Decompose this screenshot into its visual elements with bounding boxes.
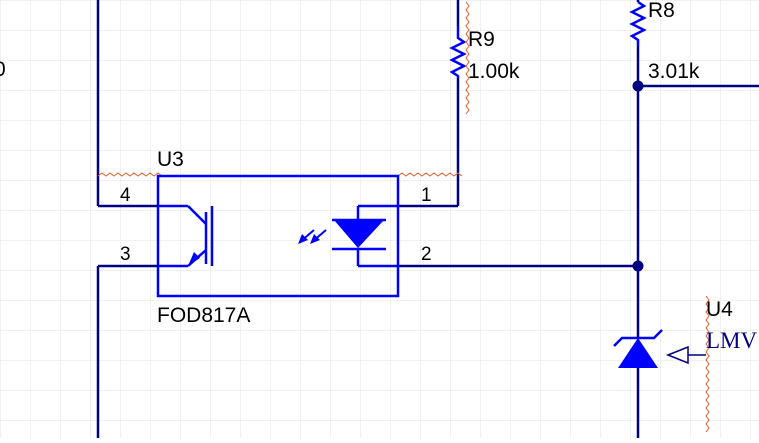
junction-pin2 bbox=[632, 260, 644, 272]
u3-body bbox=[156, 174, 400, 298]
led-triangle bbox=[334, 220, 384, 248]
u3-pin-3-label: 3 bbox=[120, 244, 131, 265]
zener-ref-arrow bbox=[665, 345, 689, 365]
resistor-r9-symbol bbox=[449, 26, 467, 78]
optocoupler-u3[interactable] bbox=[156, 174, 400, 298]
squiggle-u3-top bbox=[97, 172, 463, 177]
u4-part-fragment: LMV bbox=[706, 328, 758, 353]
u3-pin-1-label: 1 bbox=[421, 185, 432, 206]
zener-bar bbox=[613, 329, 663, 347]
light-arrow-head-1 bbox=[298, 234, 308, 244]
zener-triangle bbox=[618, 338, 658, 368]
left-edge-fragment: 0 bbox=[0, 58, 6, 81]
r8-value: 3.01k bbox=[648, 60, 700, 83]
zener-u4[interactable] bbox=[613, 329, 706, 368]
wires bbox=[96, 0, 759, 438]
r9-value: 1.00k bbox=[468, 60, 520, 83]
r8-designator: R8 bbox=[648, 0, 675, 22]
transistor-emitter-arrow bbox=[188, 252, 200, 266]
squiggle-r9 bbox=[465, 1, 470, 115]
r9-designator: R9 bbox=[468, 28, 495, 51]
u3-pin-2-label: 2 bbox=[421, 244, 432, 265]
junction-r8 bbox=[632, 80, 644, 92]
resistor-r8-symbol bbox=[629, 0, 647, 46]
u3-pin-4-label: 4 bbox=[120, 185, 131, 206]
u3-designator: U3 bbox=[157, 148, 184, 171]
u3-part-number: FOD817A bbox=[157, 304, 250, 327]
squiggle-u4 bbox=[705, 295, 710, 433]
light-arrow-head-2 bbox=[310, 234, 320, 244]
u4-designator: U4 bbox=[706, 298, 733, 321]
